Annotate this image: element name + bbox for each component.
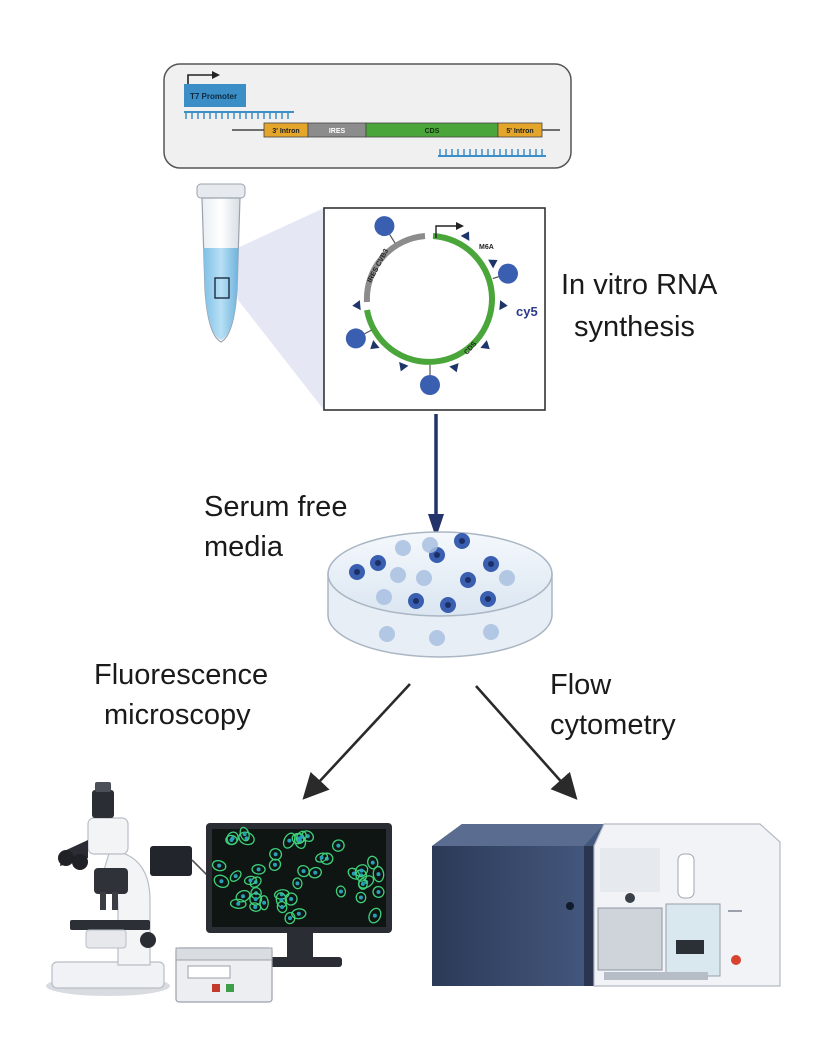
flow-label-line1: Flow — [550, 669, 612, 701]
m6a-label: M6A — [479, 244, 494, 251]
m6a-marker — [399, 362, 409, 372]
monitor-cell — [235, 889, 251, 903]
monitor-cell — [295, 830, 307, 844]
flow-label-line2: cytometry — [550, 709, 676, 741]
monitor-cell — [354, 864, 369, 878]
petri-dish — [327, 531, 553, 658]
monitor-cell — [229, 898, 247, 910]
microscopy-label-line2: microscopy — [104, 699, 251, 731]
monitor-cell — [347, 867, 361, 880]
monitor-cell — [276, 900, 288, 914]
monitor-cell — [291, 908, 307, 920]
monitor-cell — [229, 870, 242, 882]
dish-cell — [422, 537, 438, 553]
synthesis-label-line2: synthesis — [574, 311, 695, 343]
monitor-cell — [335, 885, 347, 898]
monitor-cell — [251, 864, 266, 875]
cy5-label: cy5 — [516, 304, 538, 319]
monitor-cell — [315, 852, 329, 863]
media-label-line1: Serum free — [204, 491, 348, 523]
m6a-marker — [488, 259, 498, 269]
t7-promoter-box — [184, 84, 246, 107]
monitor-cell — [269, 847, 283, 861]
dish-cell — [376, 589, 392, 605]
monitor-cell — [355, 891, 367, 904]
monitor-cell — [297, 864, 310, 878]
m6a-marker — [449, 363, 459, 373]
monitor-cell — [225, 834, 238, 846]
dish-cell — [499, 570, 515, 586]
flow-cytometer — [432, 823, 781, 987]
monitor-cell — [213, 874, 230, 888]
cy5-dot — [420, 375, 440, 395]
monitor — [206, 823, 392, 967]
arrow-to-flow — [475, 685, 578, 800]
monitor-cell — [249, 892, 263, 906]
dish-cell — [416, 570, 432, 586]
dish-cell — [483, 624, 499, 640]
microscopy-label-line1: Fluorescence — [94, 659, 269, 691]
dish-cell — [429, 630, 445, 646]
construct-panel: T7 Promoter 3' Intron IRES CDS 5' Intron — [163, 63, 572, 169]
monitor-cell — [284, 911, 296, 925]
microscope — [46, 782, 213, 996]
m6a-marker — [480, 340, 490, 350]
m6a-marker — [499, 300, 508, 311]
monitor-cell — [268, 858, 282, 872]
monitor-cell — [284, 892, 298, 906]
ires-segment-label: IRES — [329, 128, 346, 135]
cy5-dot — [345, 328, 366, 349]
monitor-cell — [368, 907, 382, 924]
t7-promoter-label: T7 Promoter — [190, 92, 237, 101]
monitor-cell — [292, 877, 303, 890]
control-box — [175, 947, 273, 1003]
monitor-cell — [331, 839, 345, 852]
monitor-cell — [372, 865, 385, 883]
monitor-cell — [282, 832, 296, 849]
tube-illustration — [196, 183, 324, 410]
cy5-dot — [497, 263, 518, 284]
intron5-label: 5' Intron — [506, 128, 533, 135]
dish-cell — [395, 540, 411, 556]
monitor-cell — [357, 878, 368, 890]
monitor-cell — [372, 885, 385, 899]
circrna-inset: IRES CVB3 CDS M6A cy5 — [323, 207, 546, 411]
cds-segment-label: CDS — [425, 128, 440, 135]
monitor-cell — [249, 902, 262, 912]
arrow-to-microscopy — [302, 683, 411, 800]
monitor-cell — [243, 875, 257, 886]
synthesis-label-line1: In vitro RNA — [561, 269, 718, 301]
monitor-cell — [249, 876, 262, 888]
intron3-label: 3' Intron — [272, 128, 299, 135]
dish-cell — [390, 567, 406, 583]
dish-cell — [379, 626, 395, 642]
monitor-cell — [239, 826, 250, 842]
m6a-marker — [352, 300, 361, 311]
m6a-marker — [460, 231, 470, 241]
monitor-cell — [308, 866, 322, 879]
m6a-marker — [370, 340, 380, 350]
media-label-line2: media — [204, 531, 283, 563]
monitor-cell — [211, 859, 227, 872]
cy5-dot — [374, 216, 395, 237]
